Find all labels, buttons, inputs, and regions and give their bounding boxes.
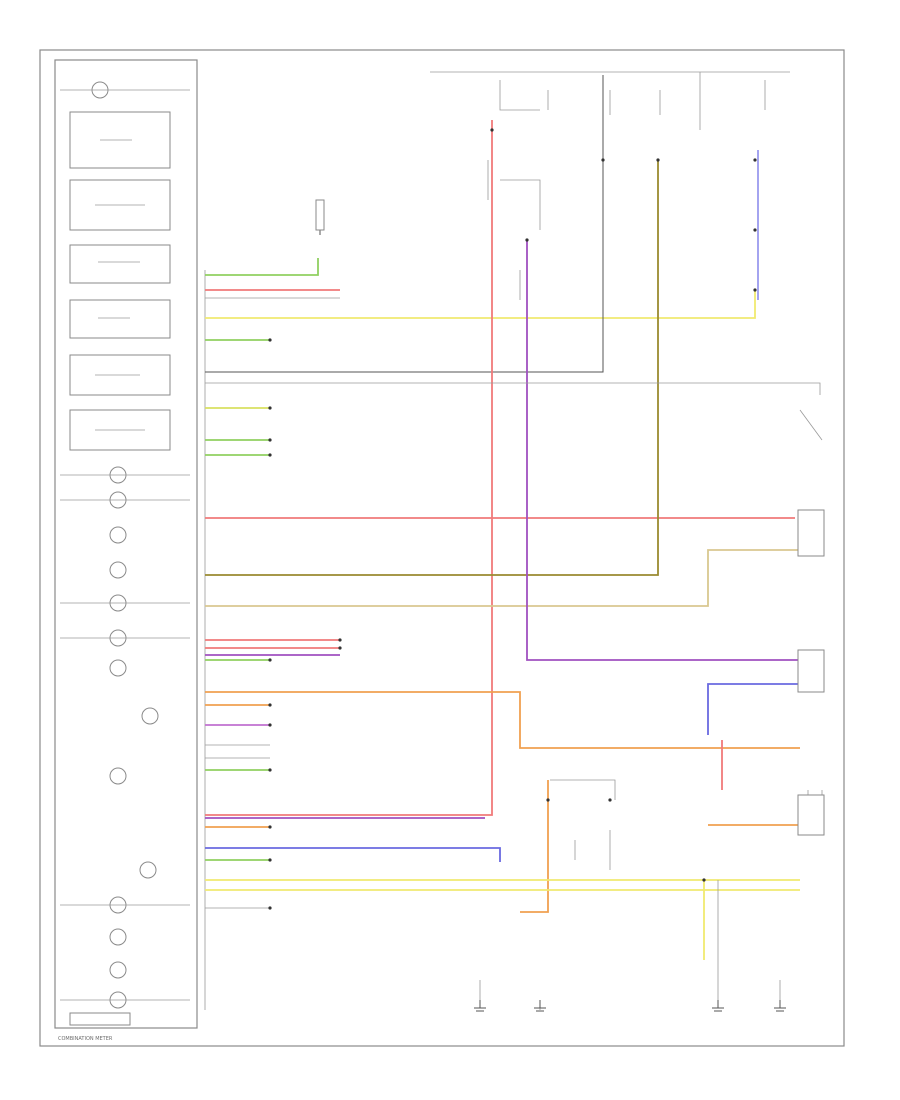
connector-pin-icon: [268, 703, 272, 707]
gray-wiring: [205, 71, 823, 1010]
wire-olive-1: [205, 160, 659, 576]
connector-pin-icon: [268, 658, 272, 662]
connector-pin-icon: [268, 906, 272, 910]
splice-dot-icon: [546, 798, 550, 802]
connector-pin-icon: [268, 858, 272, 862]
splice-dot-icon: [601, 158, 605, 162]
lamp-icon: [109, 561, 127, 579]
gauge-box-4: [69, 299, 171, 339]
component-box-2: [797, 509, 825, 557]
lamp-icon: [109, 526, 127, 544]
diagram-caption: COMBINATION METER: [58, 1036, 113, 1042]
connector-pin-icon: [268, 723, 272, 727]
right-components: [797, 409, 825, 836]
component-box-1: [797, 649, 825, 693]
wire-tan-1: [205, 549, 800, 607]
connector-pin-icon: [338, 646, 342, 650]
connector-pin-icon: [268, 406, 272, 410]
gauge-box-3: [69, 244, 171, 284]
wire-harness: [205, 75, 800, 960]
splice-dot-icon: [656, 158, 660, 162]
splice-dot-icon: [753, 228, 757, 232]
wire-black-1: [205, 75, 604, 373]
connector-pin-icon: [268, 338, 272, 342]
wire-purple-1: [526, 240, 800, 661]
meter-bottom-label-box: [69, 1012, 131, 1026]
lamp-icon: [141, 707, 159, 725]
connector-pin-icon: [268, 453, 272, 457]
splice-dot-icon: [702, 878, 706, 882]
wire-blue-2: [707, 683, 800, 735]
wire-blue-1: [205, 847, 501, 862]
lamp-icon: [109, 928, 127, 946]
ground-icon: [315, 199, 325, 235]
wire-red-2: [205, 120, 493, 816]
lamp-icon: [109, 961, 127, 979]
connectors: [268, 128, 757, 910]
component-box-3: [797, 794, 825, 836]
meter-indicator-lamps: [60, 81, 190, 1026]
grounds: [315, 199, 786, 1012]
diagram-frame: [39, 49, 845, 1047]
connector-pin-icon: [268, 825, 272, 829]
wire-yellow-1: [205, 290, 756, 319]
wire-green-1: [205, 258, 319, 276]
lamp-icon: [109, 659, 127, 677]
ground-icon: [534, 1000, 546, 1012]
connector-pin-icon: [268, 438, 272, 442]
splice-dot-icon: [608, 798, 612, 802]
combination-meter-box: [54, 59, 198, 1029]
splice-dot-icon: [490, 128, 494, 132]
ground-icon: [774, 1000, 786, 1012]
splice-dot-icon: [753, 158, 757, 162]
ground-icon: [712, 1000, 724, 1012]
connector-pin-icon: [268, 768, 272, 772]
connector-pin-icon: [338, 638, 342, 642]
splice-dot-icon: [525, 238, 529, 242]
wire-orange-1: [205, 691, 800, 749]
lamp-icon: [109, 767, 127, 785]
meter-label-marks: [95, 139, 145, 431]
lamp-icon: [139, 861, 157, 879]
meter-internal-gauges: [69, 111, 171, 451]
splice-dot-icon: [753, 288, 757, 292]
ground-icon: [474, 1000, 486, 1012]
wire-orange-2: [520, 780, 549, 913]
